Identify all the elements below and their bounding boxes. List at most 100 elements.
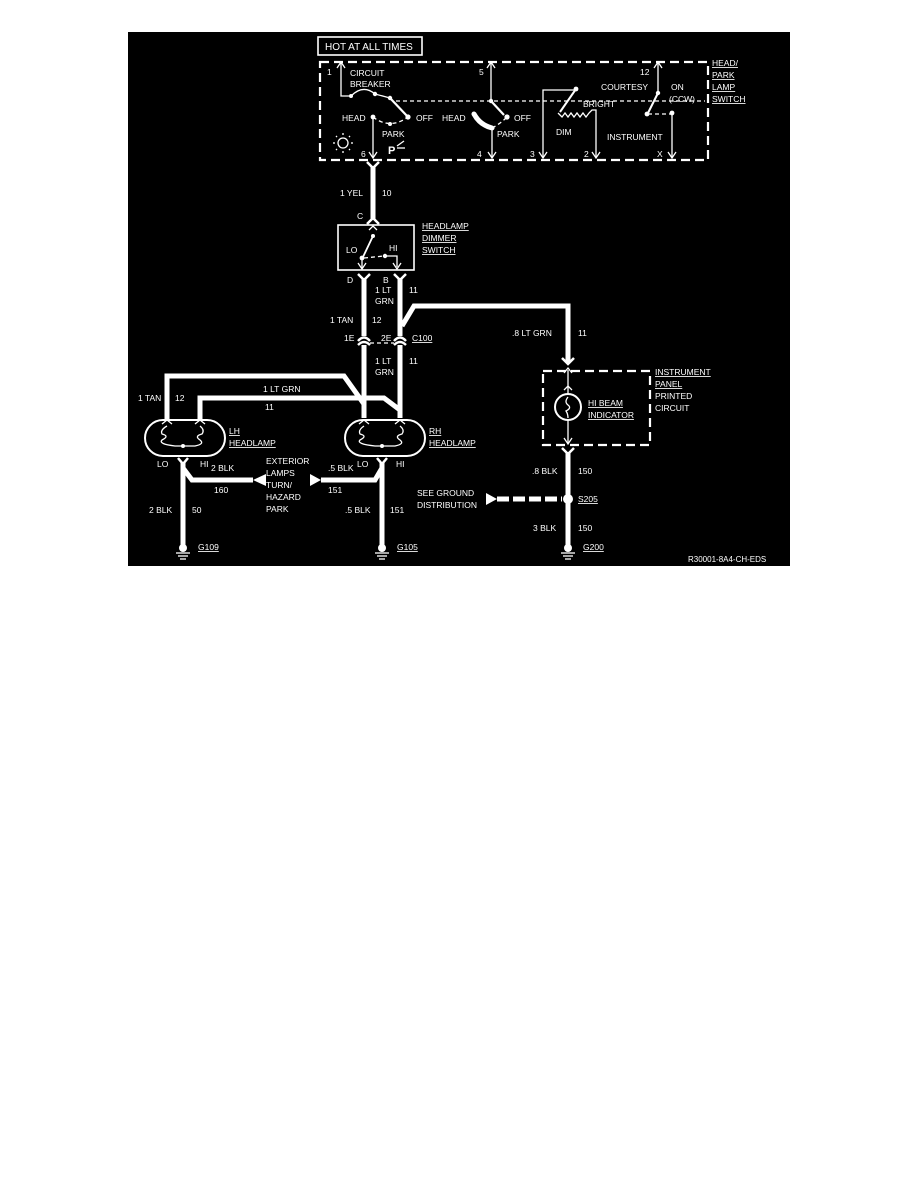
terminal-2: 2 <box>584 149 589 159</box>
position-off-1: OFF <box>416 113 433 123</box>
headlamp-symbol-icon <box>333 133 353 153</box>
wire-circuit-10: 1 YEL 10 C <box>340 161 392 225</box>
circuit-breaker-label-2: BREAKER <box>350 79 391 89</box>
rh-headlamp-label-2: HEADLAMP <box>429 438 476 448</box>
position-head-2: HEAD <box>442 113 466 123</box>
dimmer-label-3: SWITCH <box>422 245 456 255</box>
position-park-1: PARK <box>382 129 405 139</box>
wiring-diagram-panel: HOT AT ALL TIMES HEAD/ PARK LAMP SWITCH … <box>128 32 790 566</box>
wire-11-lh-size: 1 LT GRN <box>263 384 300 394</box>
hi-beam-indicator-label-2: INDICATOR <box>588 410 634 420</box>
position-off-2: OFF <box>514 113 531 123</box>
wire-160-size: 2 BLK <box>211 463 234 473</box>
position-instrument: INSTRUMENT <box>607 132 663 142</box>
rh-hi: HI <box>396 459 405 469</box>
ground-g200-label: G200 <box>583 542 604 552</box>
wire-11-lower-size-2: GRN <box>375 367 394 377</box>
exterior-lamps-label-3: TURN/ <box>266 480 293 490</box>
switch-label-line4: SWITCH <box>712 94 746 104</box>
lh-headlamp-label-1: LH <box>229 426 240 436</box>
position-dim: DIM <box>556 127 572 137</box>
see-ground-label-2: DISTRIBUTION <box>417 500 477 510</box>
drawing-id: R30001-8A4-CH-EDS <box>688 555 766 564</box>
wire-10-size-color: 1 YEL <box>340 188 363 198</box>
head-park-lamp-switch: HEAD/ PARK LAMP SWITCH 1 CIRCUIT BREAKER… <box>318 58 746 162</box>
terminal-5: 5 <box>479 67 484 77</box>
terminal-3: 3 <box>530 149 535 159</box>
terminal-6: 6 <box>361 149 366 159</box>
wire-12-upper-circuit: 12 <box>372 315 382 325</box>
wire-151-top-circuit: 151 <box>328 485 342 495</box>
headlamp-dimmer-switch: LO HI HEADLAMP DIMMER SWITCH D B <box>337 221 469 285</box>
see-ground-label-1: SEE GROUND <box>417 488 474 498</box>
rh-headlamp-label-1: RH <box>429 426 441 436</box>
lh-lo: LO <box>157 459 169 469</box>
terminal-12: 12 <box>640 67 650 77</box>
dimmer-label-1: HEADLAMP <box>422 221 469 231</box>
wire-151-bottom-size: .5 BLK <box>345 505 371 515</box>
wire-11-indicator-size: .8 LT GRN <box>512 328 552 338</box>
instrument-panel-label-2: PANEL <box>655 379 683 389</box>
wire-circuit-150: .8 BLK 150 S205 SEE GROUND DISTRIBUTION … <box>417 447 598 545</box>
dimmer-lo: LO <box>346 245 358 255</box>
dimmer-terminal-d: D <box>347 275 353 285</box>
position-ccw: (CCW) <box>669 94 695 104</box>
c100-pin-1e: 1E <box>344 333 355 343</box>
wire-11-lh-circuit: 11 <box>265 402 274 412</box>
instrument-panel-label-1: INSTRUMENT <box>655 367 711 377</box>
ground-g105-label: G105 <box>397 542 418 552</box>
connector-c: C <box>357 211 363 221</box>
dimmer-hi: HI <box>389 243 398 253</box>
ground-g105: G105 <box>375 542 418 560</box>
wires-c100-to-headlamps: 1 LT GRN 11 1 TAN 12 1 LT GRN 11 <box>138 345 418 420</box>
position-bright: BRIGHT <box>583 99 615 109</box>
wire-11-upper-size-1: 1 LT <box>375 285 391 295</box>
exterior-lamps-label-5: PARK <box>266 504 289 514</box>
wire-150-upper-circuit: 150 <box>578 466 592 476</box>
switch-label-line3: LAMP <box>712 82 735 92</box>
exterior-lamps-label-2: LAMPS <box>266 468 295 478</box>
position-on: ON <box>671 82 684 92</box>
exterior-lamps-label-1: EXTERIOR <box>266 456 309 466</box>
wire-150-lower-circuit: 150 <box>578 523 592 533</box>
wire-12-upper-size: 1 TAN <box>330 315 353 325</box>
dimmer-label-2: DIMMER <box>422 233 456 243</box>
hi-beam-indicator-label-1: HI BEAM <box>588 398 623 408</box>
ground-g109: G109 <box>176 542 219 560</box>
connector-c100: 1E 2E C100 <box>344 333 433 346</box>
ground-g200: G200 <box>561 542 604 560</box>
circuit-breaker-label-1: CIRCUIT <box>350 68 384 78</box>
wire-12-lh-circuit: 12 <box>175 393 185 403</box>
exterior-lamps-label-4: HAZARD <box>266 492 301 502</box>
hot-at-all-times-box: HOT AT ALL TIMES <box>317 36 423 56</box>
wire-11-indicator-circuit: 11 <box>578 328 587 338</box>
lh-headlamp-label-2: HEADLAMP <box>229 438 276 448</box>
position-courtesy: COURTESY <box>601 82 648 92</box>
wire-150-upper-size: .8 BLK <box>532 466 558 476</box>
wire-11-lower-size-1: 1 LT <box>375 356 391 366</box>
lh-headlamp: LO HI LH HEADLAMP <box>144 419 276 469</box>
terminal-1: 1 <box>327 67 332 77</box>
instrument-panel-printed-circuit: HI BEAM INDICATOR INSTRUMENT PANEL PRINT… <box>541 366 711 447</box>
hot-at-all-times-label: HOT AT ALL TIMES <box>325 42 413 53</box>
wires-headlamp-grounds: 2 BLK 160 .5 BLK 151 2 BLK 50 .5 BLK 151… <box>149 456 404 545</box>
dimmer-terminal-b: B <box>383 275 389 285</box>
wire-50-size: 2 BLK <box>149 505 172 515</box>
c100-label: C100 <box>412 333 433 343</box>
position-head-1: HEAD <box>342 113 366 123</box>
instrument-panel-label-3: PRINTED <box>655 391 692 401</box>
terminal-4: 4 <box>477 149 482 159</box>
wire-11-upper-size-2: GRN <box>375 296 394 306</box>
wire-11-lower-circuit: 11 <box>409 356 418 366</box>
lh-hi: HI <box>200 459 209 469</box>
switch-label-line1: HEAD/ <box>712 58 739 68</box>
c100-pin-2e: 2E <box>381 333 392 343</box>
wire-160-circuit: 160 <box>214 485 228 495</box>
wire-151-top-size: .5 BLK <box>328 463 354 473</box>
wiring-diagram-svg: HOT AT ALL TIMES HEAD/ PARK LAMP SWITCH … <box>138 36 766 564</box>
wires-dimmer-to-c100: 1 LT GRN 11 1 TAN 12 .8 LT GRN 11 <box>330 273 587 366</box>
parklamp-symbol-icon: P <box>388 140 405 157</box>
wire-12-lh-size: 1 TAN <box>138 393 161 403</box>
wire-11-upper-circuit: 11 <box>409 285 418 295</box>
position-park-2: PARK <box>497 129 520 139</box>
